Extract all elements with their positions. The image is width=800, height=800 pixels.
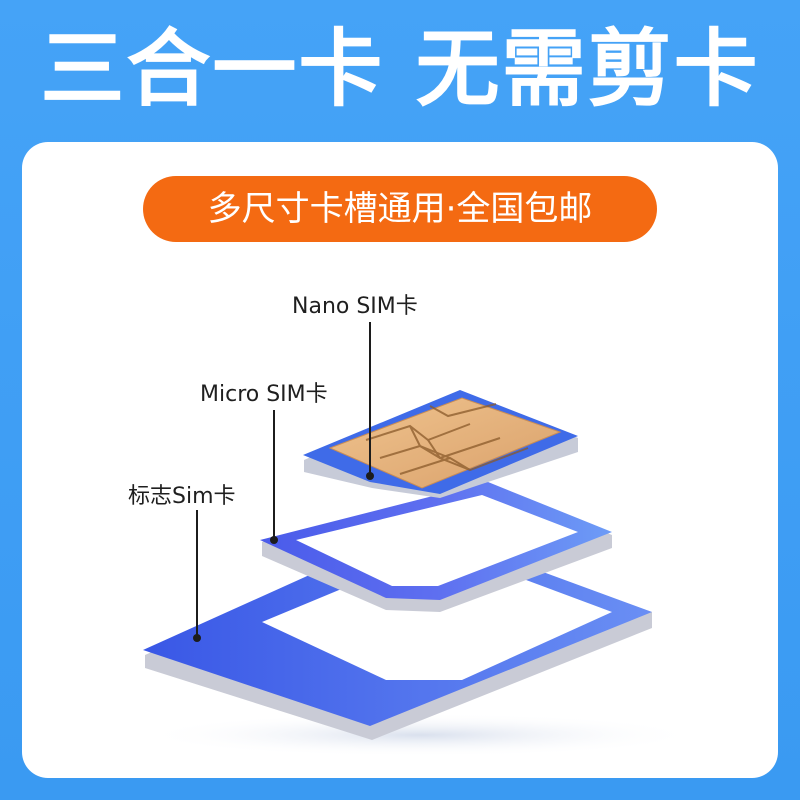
nano-sim-card [303,390,578,498]
micro-sim-label: Micro SIM卡 [200,382,328,407]
headline: 三合一卡 无需剪卡 [40,20,760,118]
leader-lines [196,322,371,638]
orange-badge: 多尺寸卡槽通用·全国包邮 [143,176,657,242]
nano-sim-label: Nano SIM卡 [292,294,418,319]
micro-pointer-dot [270,536,278,544]
nano-pointer-dot [366,472,374,480]
standard-sim-label: 标志Sim卡 [128,484,236,509]
micro-sim-frame [260,482,612,612]
standard-pointer-dot [193,634,201,642]
